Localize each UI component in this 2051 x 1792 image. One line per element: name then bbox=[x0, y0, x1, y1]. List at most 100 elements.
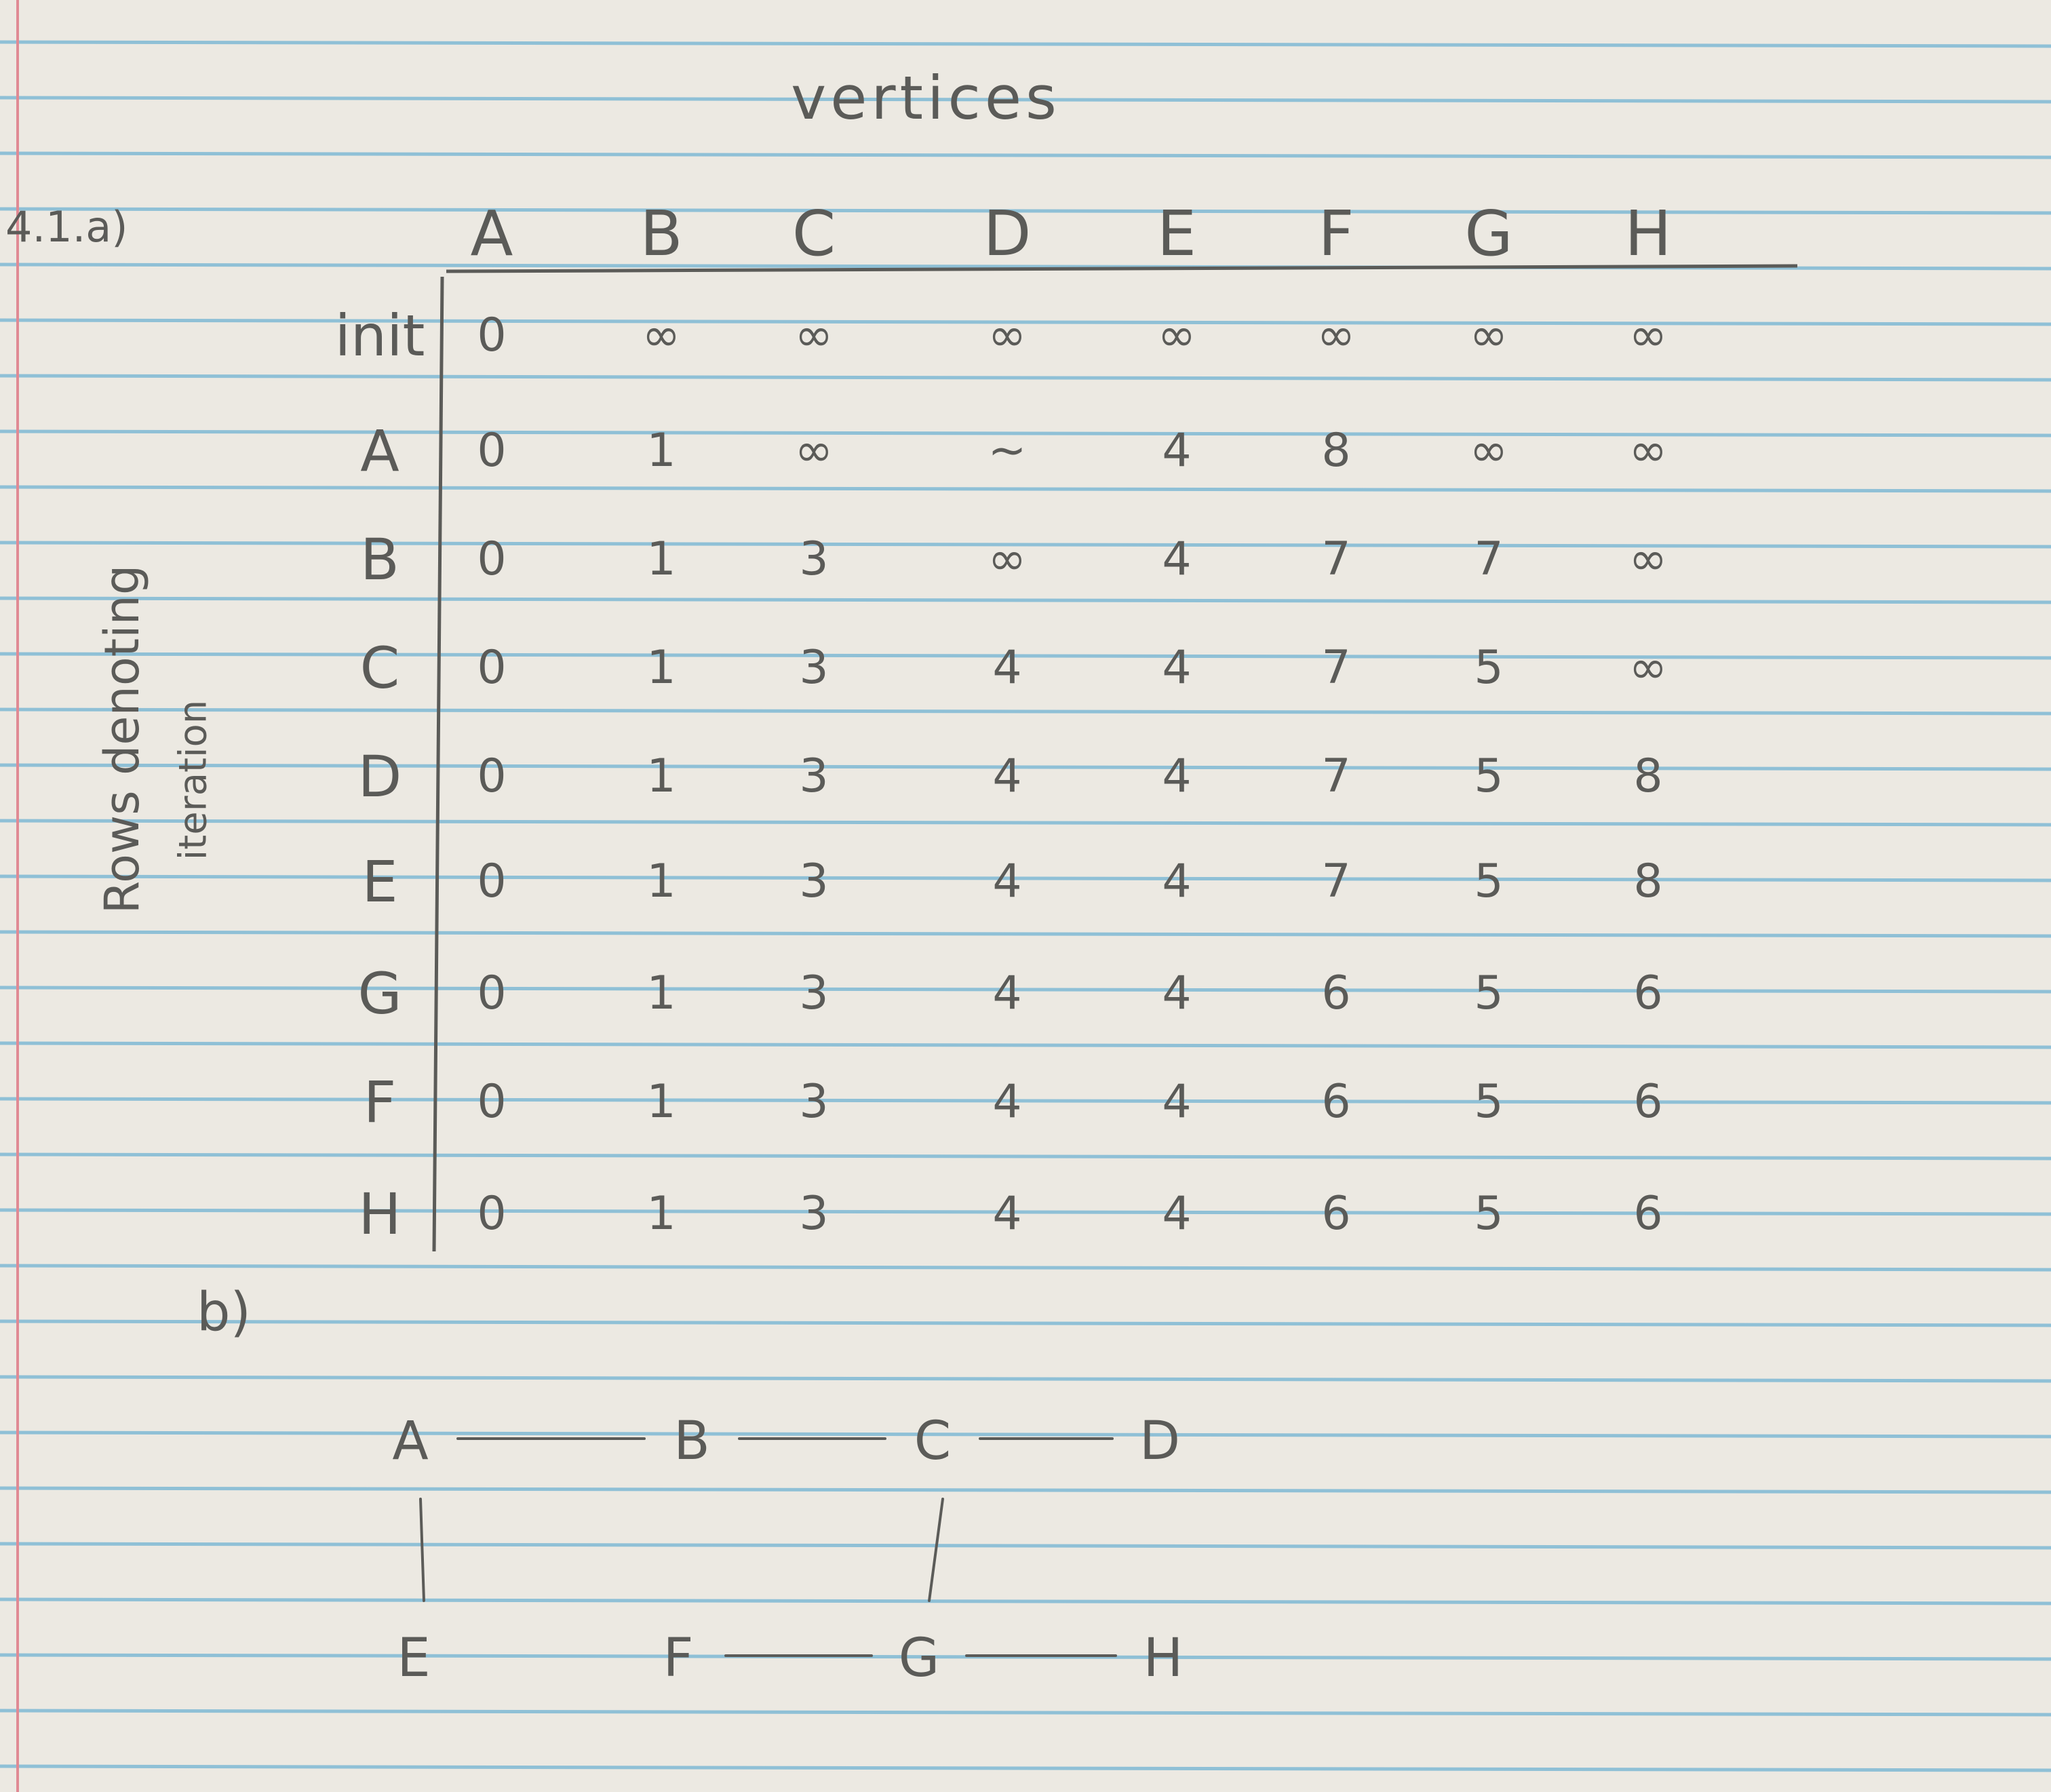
table-title: vertices bbox=[791, 63, 1061, 133]
ruled-line bbox=[0, 1597, 2051, 1605]
row-label: A bbox=[360, 418, 399, 484]
ruled-line bbox=[0, 874, 2051, 882]
table-cell: 4 bbox=[992, 1187, 1022, 1241]
table-cell: 3 bbox=[799, 1075, 829, 1129]
table-cell: 1 bbox=[646, 1187, 676, 1241]
ruled-line bbox=[0, 541, 2051, 549]
table-cell: ∞ bbox=[988, 532, 1027, 586]
ruled-line bbox=[0, 151, 2051, 159]
table-cell: 0 bbox=[477, 855, 507, 908]
side-label-line2: iteration bbox=[171, 699, 216, 861]
ruled-line bbox=[0, 1208, 2051, 1216]
table-cell: 4 bbox=[992, 1075, 1022, 1129]
table-cell: 4 bbox=[992, 749, 1022, 803]
table-cell: 4 bbox=[1162, 749, 1192, 803]
table-cell: ∞ bbox=[794, 309, 834, 362]
table-cell: 4 bbox=[1162, 855, 1192, 908]
table-cell: 1 bbox=[646, 749, 676, 803]
table-cell: 1 bbox=[646, 641, 676, 695]
tree-node-g: G bbox=[898, 1628, 940, 1689]
row-label: H bbox=[358, 1181, 402, 1247]
table-cell: 8 bbox=[1321, 424, 1351, 478]
table-cell: 1 bbox=[646, 532, 676, 586]
table-cell: 4 bbox=[992, 967, 1022, 1020]
table-cell: ∞ bbox=[1628, 532, 1668, 586]
table-cell: 5 bbox=[1474, 855, 1504, 908]
row-label: B bbox=[360, 526, 399, 593]
row-label: D bbox=[357, 743, 402, 810]
table-cell: ∞ bbox=[642, 309, 681, 362]
table-cell: 0 bbox=[477, 641, 507, 695]
table-cell: 4 bbox=[1162, 424, 1192, 478]
table-cell: 5 bbox=[1474, 1187, 1504, 1241]
table-cell: 8 bbox=[1633, 749, 1663, 803]
table-cell: 6 bbox=[1321, 1075, 1351, 1129]
part-b-label: b) bbox=[197, 1282, 251, 1343]
ruled-line bbox=[0, 1430, 2051, 1439]
table-cell: 0 bbox=[477, 749, 507, 803]
table-row-label-divider bbox=[432, 276, 444, 1252]
ruled-line bbox=[0, 1542, 2051, 1550]
table-cell: 5 bbox=[1474, 1075, 1504, 1129]
ruled-line bbox=[0, 429, 2051, 437]
ruled-line bbox=[0, 1319, 2051, 1327]
column-header: F bbox=[1318, 197, 1354, 270]
ruled-line bbox=[0, 1764, 2051, 1772]
table-cell: 3 bbox=[799, 749, 829, 803]
table-cell: 1 bbox=[646, 1075, 676, 1129]
table-cell: 6 bbox=[1321, 967, 1351, 1020]
ruled-line bbox=[0, 1152, 2051, 1161]
ruled-line bbox=[0, 1041, 2051, 1049]
table-cell: 5 bbox=[1474, 967, 1504, 1020]
table-cell: 0 bbox=[477, 424, 507, 478]
table-cell: 6 bbox=[1633, 967, 1663, 1020]
column-header: B bbox=[640, 197, 683, 270]
table-cell: ∞ bbox=[1628, 641, 1668, 695]
ruled-line bbox=[0, 374, 2051, 382]
table-cell: 4 bbox=[992, 855, 1022, 908]
tree-edges bbox=[419, 1437, 1117, 1657]
table-cell: 1 bbox=[646, 855, 676, 908]
row-label: F bbox=[363, 1069, 397, 1135]
table-cell: 4 bbox=[1162, 641, 1192, 695]
row-label: init bbox=[334, 303, 425, 369]
table-header-underline bbox=[446, 264, 1798, 273]
row-label: G bbox=[357, 960, 402, 1027]
table-cell: 1 bbox=[646, 967, 676, 1020]
tree-node-f: F bbox=[663, 1628, 694, 1689]
tree-node-c: C bbox=[914, 1411, 952, 1472]
table-cell: ∞ bbox=[1628, 309, 1668, 362]
table-cell: 4 bbox=[1162, 532, 1192, 586]
problem-label: 4.1.a) bbox=[5, 202, 128, 252]
table-cell: 4 bbox=[1162, 1187, 1192, 1241]
column-header: C bbox=[792, 197, 836, 270]
ruled-line bbox=[0, 707, 2051, 716]
table-cell: 4 bbox=[1162, 967, 1192, 1020]
ruled-line bbox=[0, 318, 2051, 326]
table-cell: 4 bbox=[992, 641, 1022, 695]
ruled-line bbox=[0, 1097, 2051, 1105]
column-header: E bbox=[1156, 197, 1197, 270]
table-cell: 3 bbox=[799, 641, 829, 695]
table-cell: 6 bbox=[1321, 1187, 1351, 1241]
ruled-line bbox=[0, 1375, 2051, 1383]
table-cell: 5 bbox=[1474, 641, 1504, 695]
table-cell: 0 bbox=[477, 1187, 507, 1241]
ruled-line bbox=[0, 207, 2051, 215]
ruled-line bbox=[0, 596, 2051, 604]
ruled-line bbox=[0, 1486, 2051, 1494]
table-cell: 3 bbox=[799, 855, 829, 908]
column-header: A bbox=[470, 197, 513, 270]
side-label-line1: Rows denoting bbox=[94, 564, 150, 914]
column-header: G bbox=[1464, 197, 1513, 270]
table-cell: 4 bbox=[1162, 1075, 1192, 1129]
ruled-line bbox=[0, 652, 2051, 660]
table-cell: 7 bbox=[1474, 532, 1504, 586]
ruled-line bbox=[0, 1264, 2051, 1272]
ruled-line bbox=[0, 930, 2051, 938]
ruled-lines bbox=[0, 40, 2051, 1772]
table-cell: 0 bbox=[477, 967, 507, 1020]
row-label: E bbox=[362, 849, 398, 915]
tree-node-h: H bbox=[1143, 1628, 1184, 1689]
